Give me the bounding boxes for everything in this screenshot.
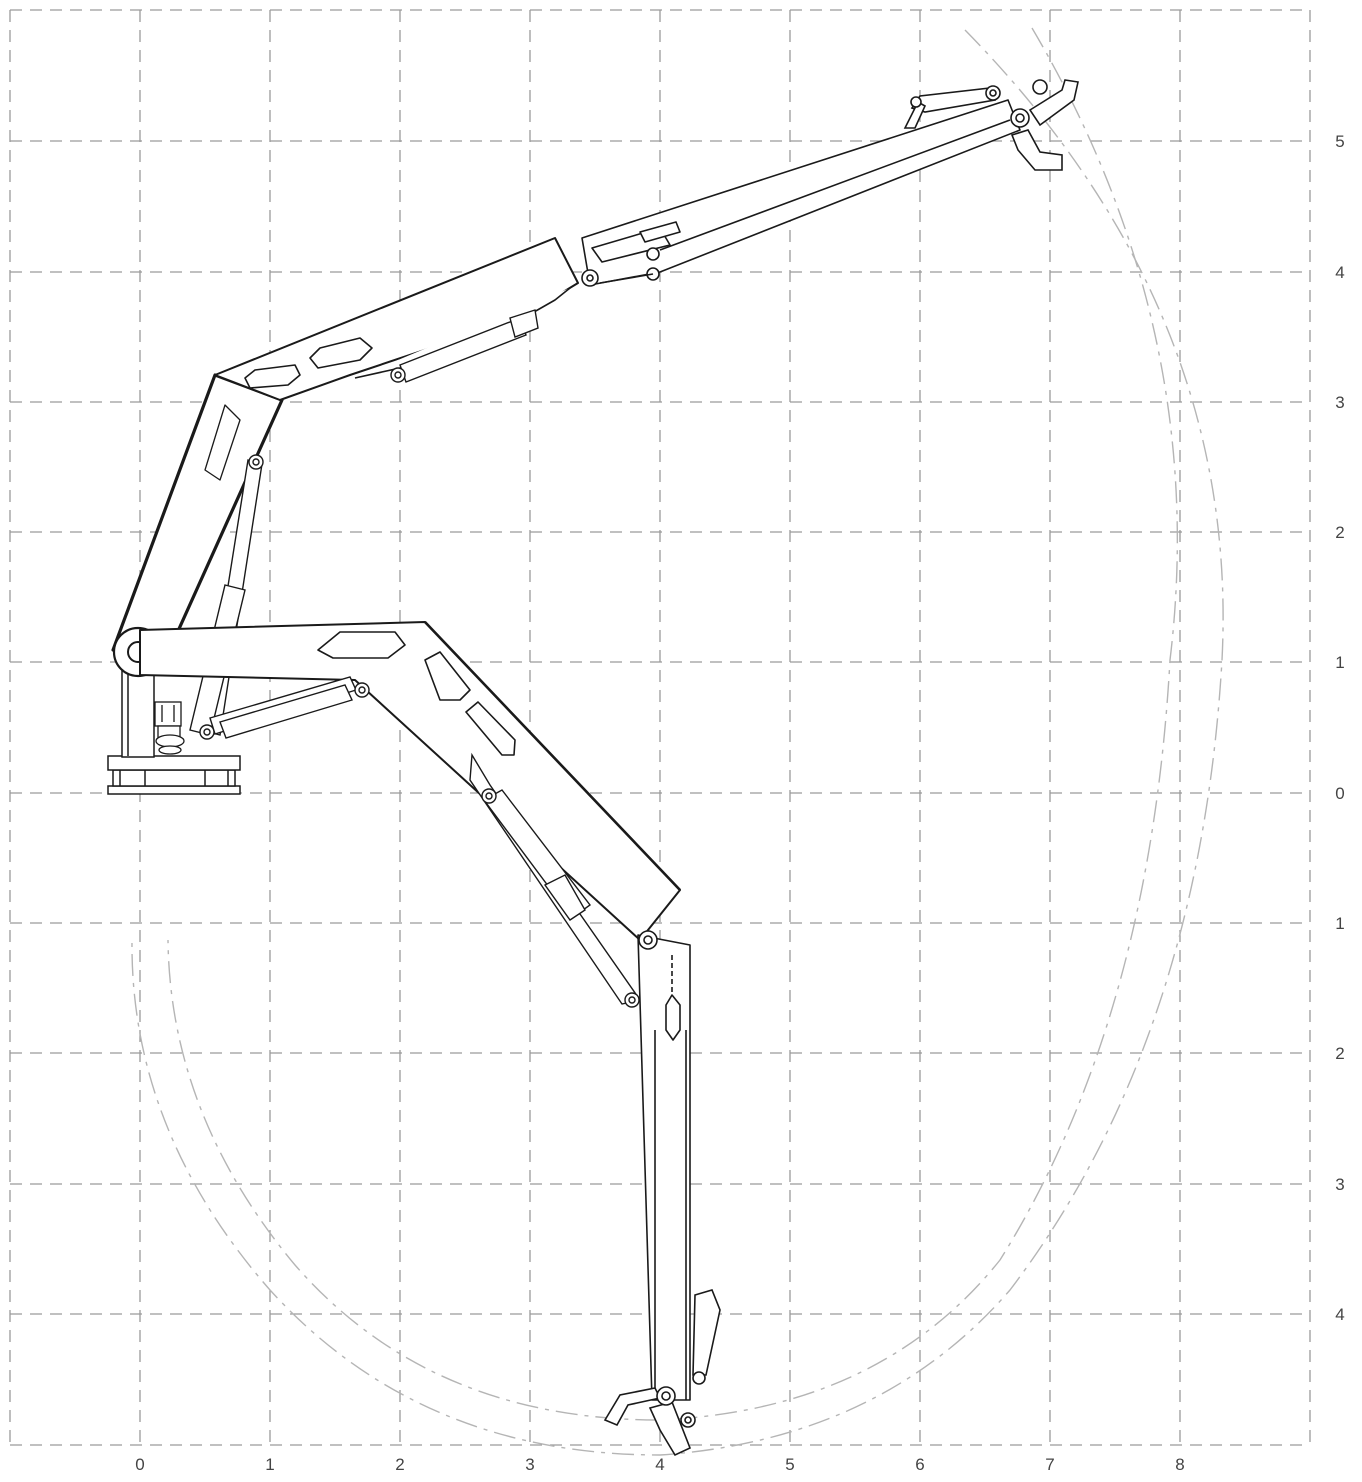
y-tick-label: 1 (1335, 653, 1344, 672)
y-tick-label: 4 (1335, 1305, 1344, 1324)
x-tick-label: 4 (655, 1455, 664, 1474)
fold-cylinder-lowered (469, 752, 642, 1008)
hydraulic-motor (154, 701, 185, 755)
extension-lowered (637, 930, 691, 1401)
y-axis-ticks: 5 4 3 2 1 0 1 2 3 4 (1335, 132, 1344, 1324)
grapple-upper (903, 79, 1079, 171)
x-axis-ticks: 0 1 2 3 4 5 6 7 8 (135, 1455, 1184, 1474)
reach-arc-inner (167, 27, 1179, 1421)
x-tick-label: 0 (135, 1455, 144, 1474)
grapple-lowered (603, 1289, 721, 1457)
base-pedestal (107, 664, 241, 795)
x-tick-label: 8 (1175, 1455, 1184, 1474)
fold-cylinder-upper (390, 309, 539, 383)
x-tick-label: 7 (1045, 1455, 1054, 1474)
x-tick-label: 2 (395, 1455, 404, 1474)
x-tick-label: 1 (265, 1455, 274, 1474)
y-tick-label: 1 (1335, 914, 1344, 933)
inner-boom (214, 237, 579, 401)
outer-boom (581, 99, 1021, 287)
y-tick-label: 3 (1335, 1175, 1344, 1194)
y-tick-label: 2 (1335, 523, 1344, 542)
y-tick-label: 4 (1335, 263, 1344, 282)
reach-envelope (131, 27, 1224, 1456)
x-tick-label: 3 (525, 1455, 534, 1474)
fold-cylinder-lowered (209, 676, 370, 739)
y-tick-label: 3 (1335, 393, 1344, 412)
y-tick-label: 0 (1335, 784, 1344, 803)
x-tick-label: 6 (915, 1455, 924, 1474)
x-tick-label: 5 (785, 1455, 794, 1474)
y-tick-label: 5 (1335, 132, 1344, 151)
reach-arc-outer (131, 29, 1224, 1456)
y-tick-label: 2 (1335, 1044, 1344, 1063)
